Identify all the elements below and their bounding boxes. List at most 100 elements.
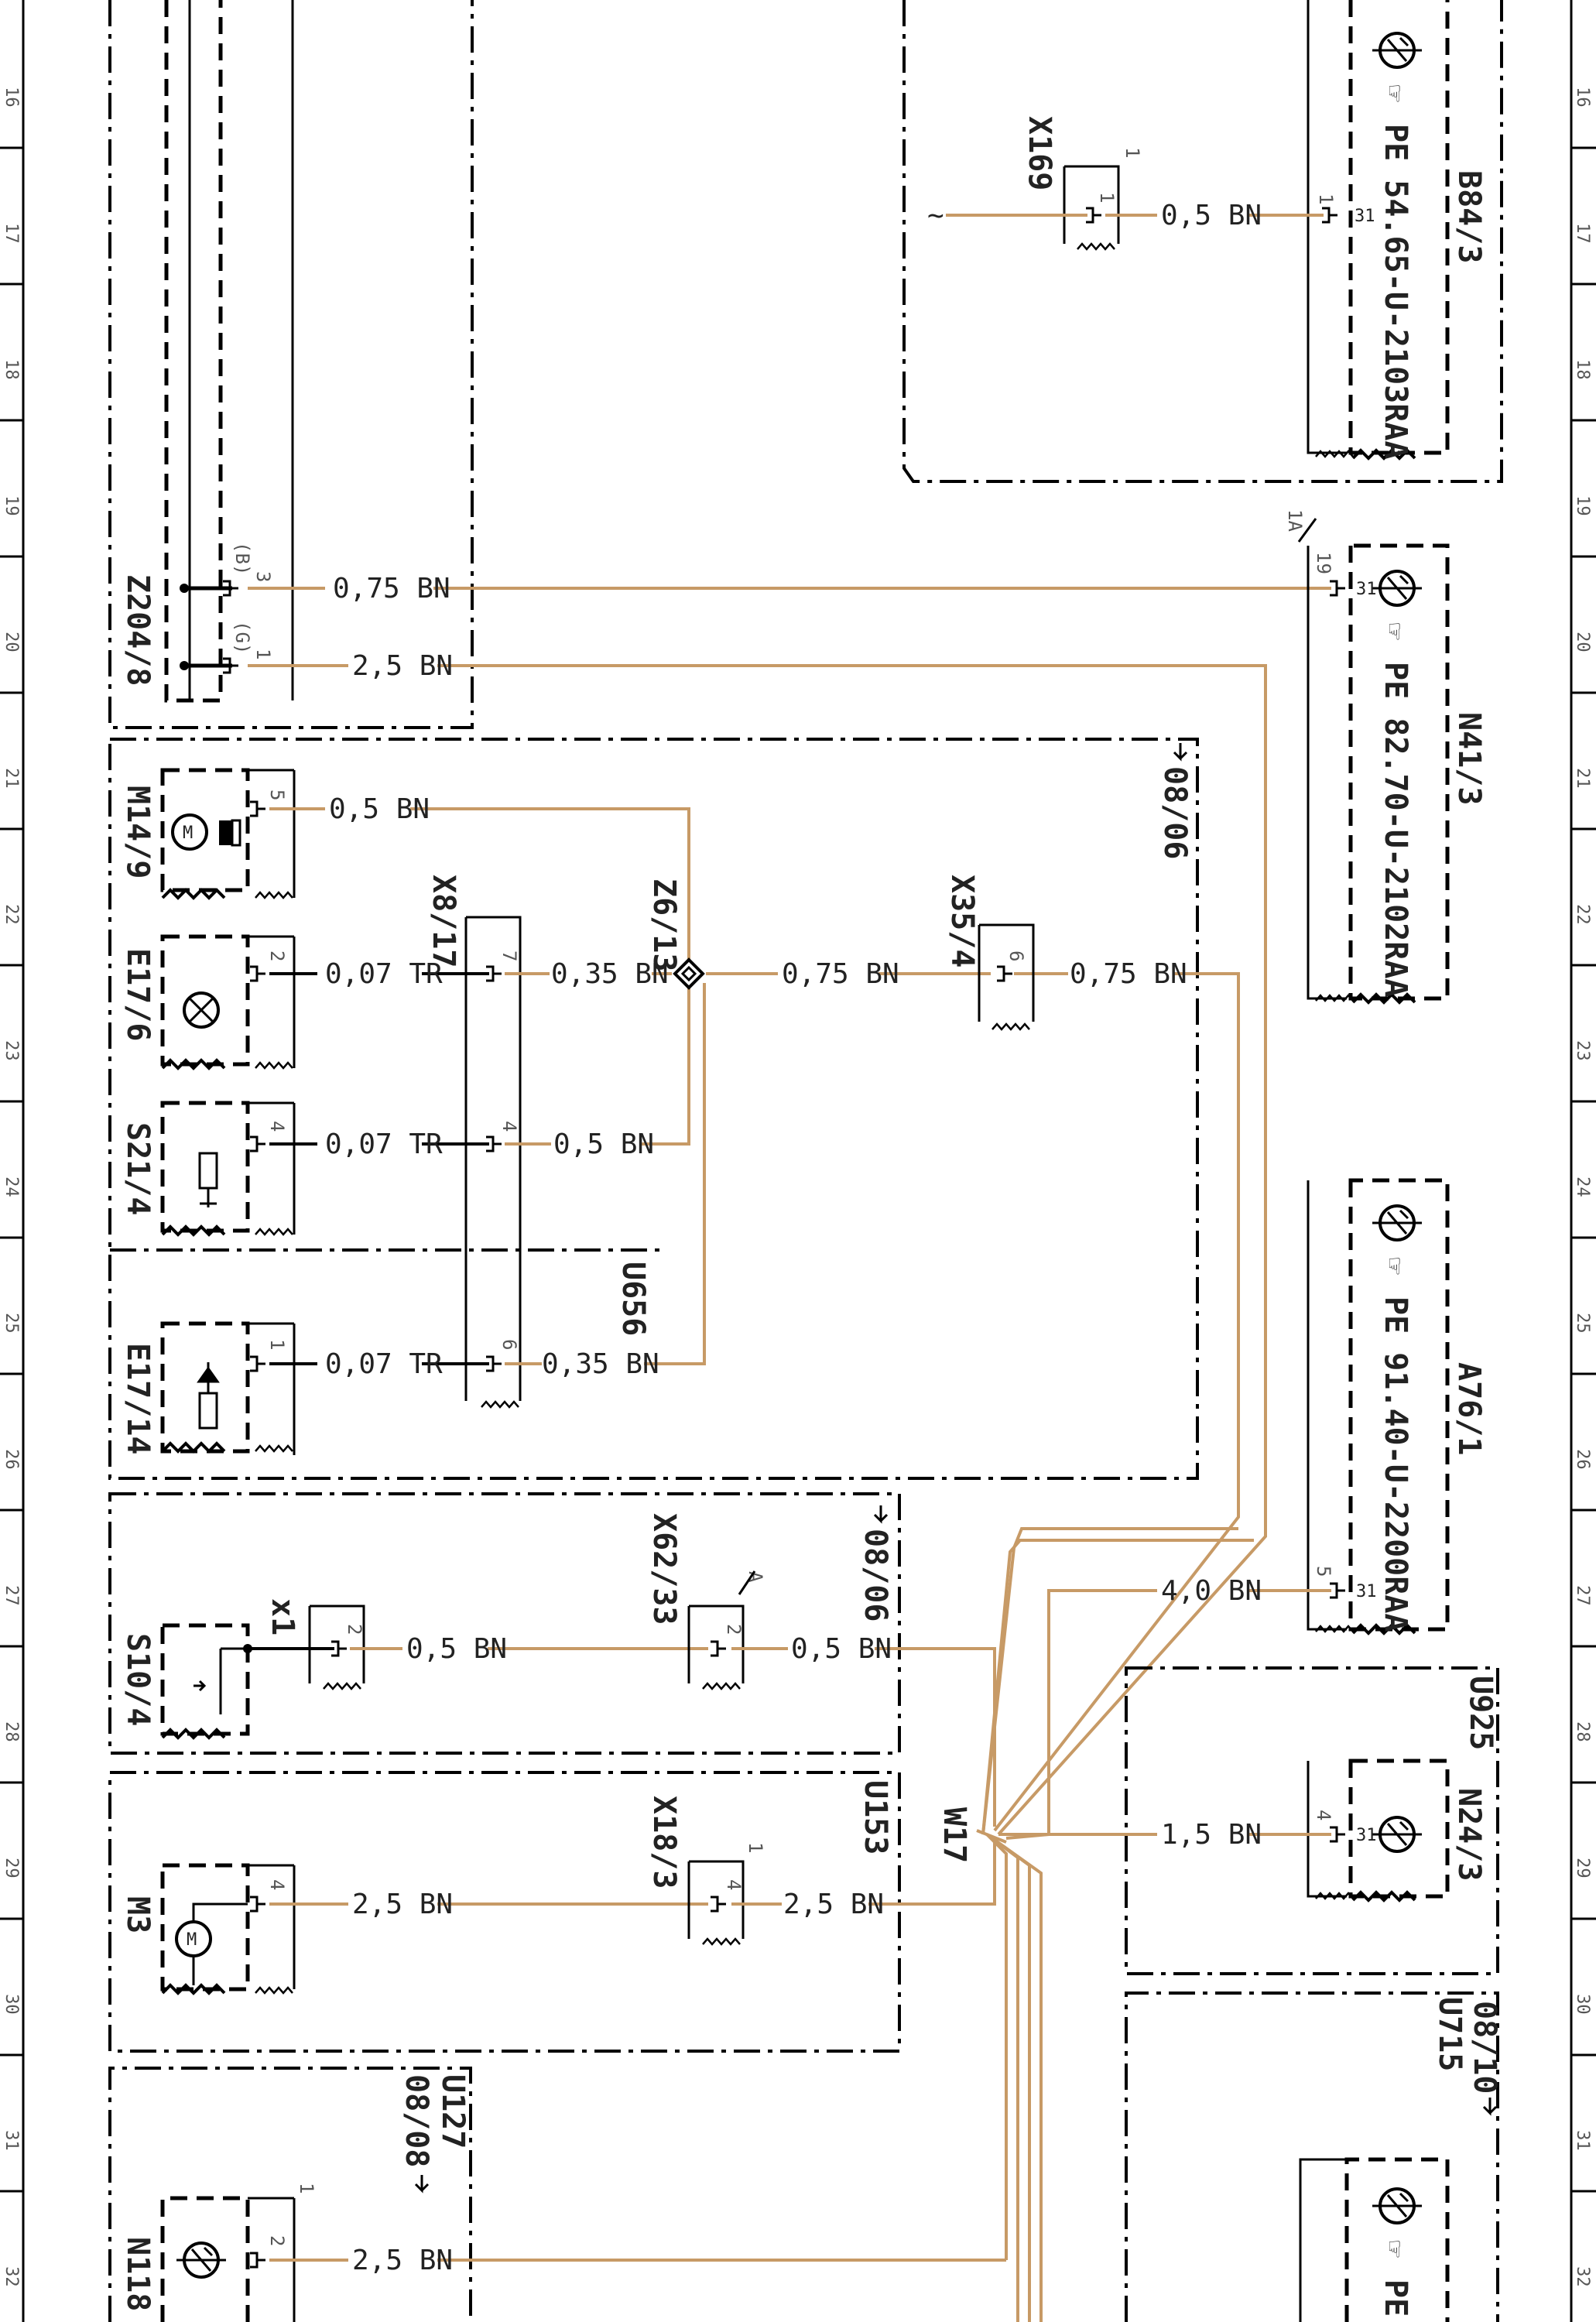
e17-14-pin-1: 1 [266, 1339, 288, 1350]
e17-6-component: 2 E17/6 [120, 934, 296, 1070]
grid-number-left: 19 [2, 495, 21, 516]
grid-number-right: 18 [1573, 359, 1592, 380]
grid-number-right: 17 [1573, 223, 1592, 244]
grid-number-left: 29 [2, 1858, 21, 1878]
wire-label-007tr-a: 0,07 TR [325, 958, 443, 990]
u153-group: U153 M 4 M3 2,5 BN 1 4 X18/3 2,5 BN [108, 1771, 996, 2053]
grid-number-left: 25 [2, 1313, 21, 1334]
z204-pin-3: 3 [252, 571, 274, 582]
x1-pin-2: 2 [344, 1624, 365, 1635]
ref-0808: 08/08 [399, 2074, 434, 2167]
n24-3-label: N24/3 [1451, 1788, 1487, 1881]
s21-4-component: 4 S21/4 [120, 1101, 296, 1236]
x169-label: X169 [1022, 116, 1057, 190]
z204-pin-b: (B) [231, 542, 253, 575]
wire-label-007tr-c: 0,07 TR [325, 1348, 443, 1380]
x35-4-label: X35/4 [944, 875, 980, 968]
n118-label: N118 [120, 2237, 156, 2311]
u127-group: U127 08/08 1 2 N118 2,5 BN [108, 2067, 1006, 2322]
grid-number-left: 24 [2, 1176, 21, 1197]
svg-text:☞: ☞ [1379, 2241, 1410, 2258]
n118-pin-2: 2 [266, 2235, 288, 2246]
grid-number-left: 26 [2, 1449, 21, 1470]
z204-8-label: Z204/8 [120, 574, 156, 687]
wire-z204-w17: 2,5 BN [248, 650, 1267, 1836]
x8-pin-4: 4 [498, 1121, 520, 1132]
wire-label-05bn-b: 0,5 BN [553, 1128, 654, 1160]
x8-17-label: X8/17 [426, 875, 461, 968]
u715-group: U715 08/10 ☞ PE [1125, 1992, 1502, 2322]
m14-9-component: M 5 M14/9 [120, 768, 296, 899]
grid-number-right: 32 [1573, 2266, 1592, 2287]
x62-33-label: X62/33 [646, 1513, 682, 1625]
n24-pin-4: 4 [1313, 1810, 1334, 1820]
grid-number-left: 17 [2, 223, 21, 244]
grid-number-right: 24 [1573, 1176, 1592, 1197]
w17-harness: W17 [937, 1527, 1254, 2322]
e17-6-label: E17/6 [120, 948, 156, 1041]
z6-13-splice: Z6/13 [646, 878, 705, 990]
svg-text:M: M [187, 1930, 197, 1950]
wire-label-007tr-b: 0,07 TR [325, 1128, 443, 1160]
a76-1-label: A76/1 [1451, 1362, 1487, 1455]
grid-number-left: 21 [2, 768, 21, 789]
u127-label: U127 [435, 2074, 471, 2149]
s10-4-label: S10/4 [120, 1633, 156, 1726]
grid-number-left: 23 [2, 1040, 21, 1061]
grid-number-left: 22 [2, 904, 21, 925]
n118-pin-1: 1 [296, 2183, 317, 2194]
x1-label: x1 [265, 1598, 300, 1635]
ref-0810: 08/10 [1467, 2001, 1502, 2094]
e17-6-pin-2: 2 [266, 950, 288, 961]
m3-pin-4: 4 [266, 1879, 288, 1890]
a76-1-component: ☞ PE 91.40-U-2200RAA A76/1 5 31 4,0 BN [1005, 1178, 1487, 1840]
m3-label: M3 [120, 1896, 156, 1933]
tilde: ~ [927, 200, 944, 231]
z204-pin-g: (G) [231, 621, 253, 654]
wire-label-075bn-b: 0,75 BN [782, 958, 899, 990]
m14-pin-5: 5 [266, 789, 288, 800]
ref-0806-b: 08/06 [858, 1529, 893, 1622]
e17-14-label: E17/14 [120, 1343, 156, 1455]
x8-pin-6: 6 [498, 1339, 520, 1350]
grid-number-right: 31 [1573, 2130, 1592, 2151]
grid-number-left: 20 [2, 632, 21, 652]
wire-label-05bn-d: 0,5 BN [406, 1633, 507, 1665]
x62-pin-2: 2 [723, 1624, 745, 1635]
x8-pin-7: 7 [498, 950, 520, 961]
grid-number-right: 25 [1573, 1313, 1592, 1334]
x169-connector: 1 1 X169 ~ 0,5 BN [927, 116, 1324, 251]
n41-pin-1a: 1A [1284, 509, 1306, 532]
n41-3-pe-label: PE 82.70-U-2102RAA [1378, 662, 1413, 997]
z204-pin-1: 1 [252, 649, 274, 659]
grid-number-left: 30 [2, 1994, 21, 2015]
wire-label-25bn-b: 2,5 BN [352, 1889, 453, 1920]
ref-0806-a: 08/06 [1157, 766, 1193, 859]
a76-pin-5: 5 [1313, 1566, 1334, 1577]
s21-4-label: S21/4 [120, 1122, 156, 1215]
b84-3-area: ☞ PE 54.65-U-2103RAA B84/3 1 31 [902, 0, 1503, 483]
grid-number-right: 19 [1573, 495, 1592, 516]
grid-number-right: 20 [1573, 632, 1592, 652]
u656-wires: 0,5 BN 0,07 TR 0,35 BN 0,07 TR 0,5 BN 0,… [269, 793, 1240, 1832]
x169-pin-1a: 1 [1122, 147, 1143, 158]
w17-label: W17 [937, 1807, 972, 1863]
grid-number-right: 16 [1573, 87, 1592, 107]
grid-number-left: 28 [2, 1721, 21, 1742]
svg-text:M: M [183, 824, 193, 843]
wire-label-035bn-a: 0,35 BN [551, 958, 669, 990]
svg-text:☞: ☞ [1379, 623, 1410, 640]
a76-pin-31: 31 [1356, 1582, 1377, 1601]
u715-label: U715 [1432, 1997, 1468, 2071]
s21-4-pin-4: 4 [266, 1121, 288, 1132]
b84-pin-1: 1 [1315, 194, 1337, 204]
grid-number-right: 28 [1573, 1721, 1592, 1742]
n41-3-component: ☞ PE 82.70-U-2102RAA N41/3 1A 19 31 [1284, 509, 1487, 1004]
grid-number-left: 16 [2, 87, 21, 107]
u153-label: U153 [858, 1780, 893, 1855]
grid-number-left: 32 [2, 2266, 21, 2287]
b84-pin-31: 31 [1355, 207, 1375, 226]
wire-label-25bn-c: 2,5 BN [783, 1889, 884, 1920]
x18-pin-4: 4 [723, 1879, 745, 1890]
